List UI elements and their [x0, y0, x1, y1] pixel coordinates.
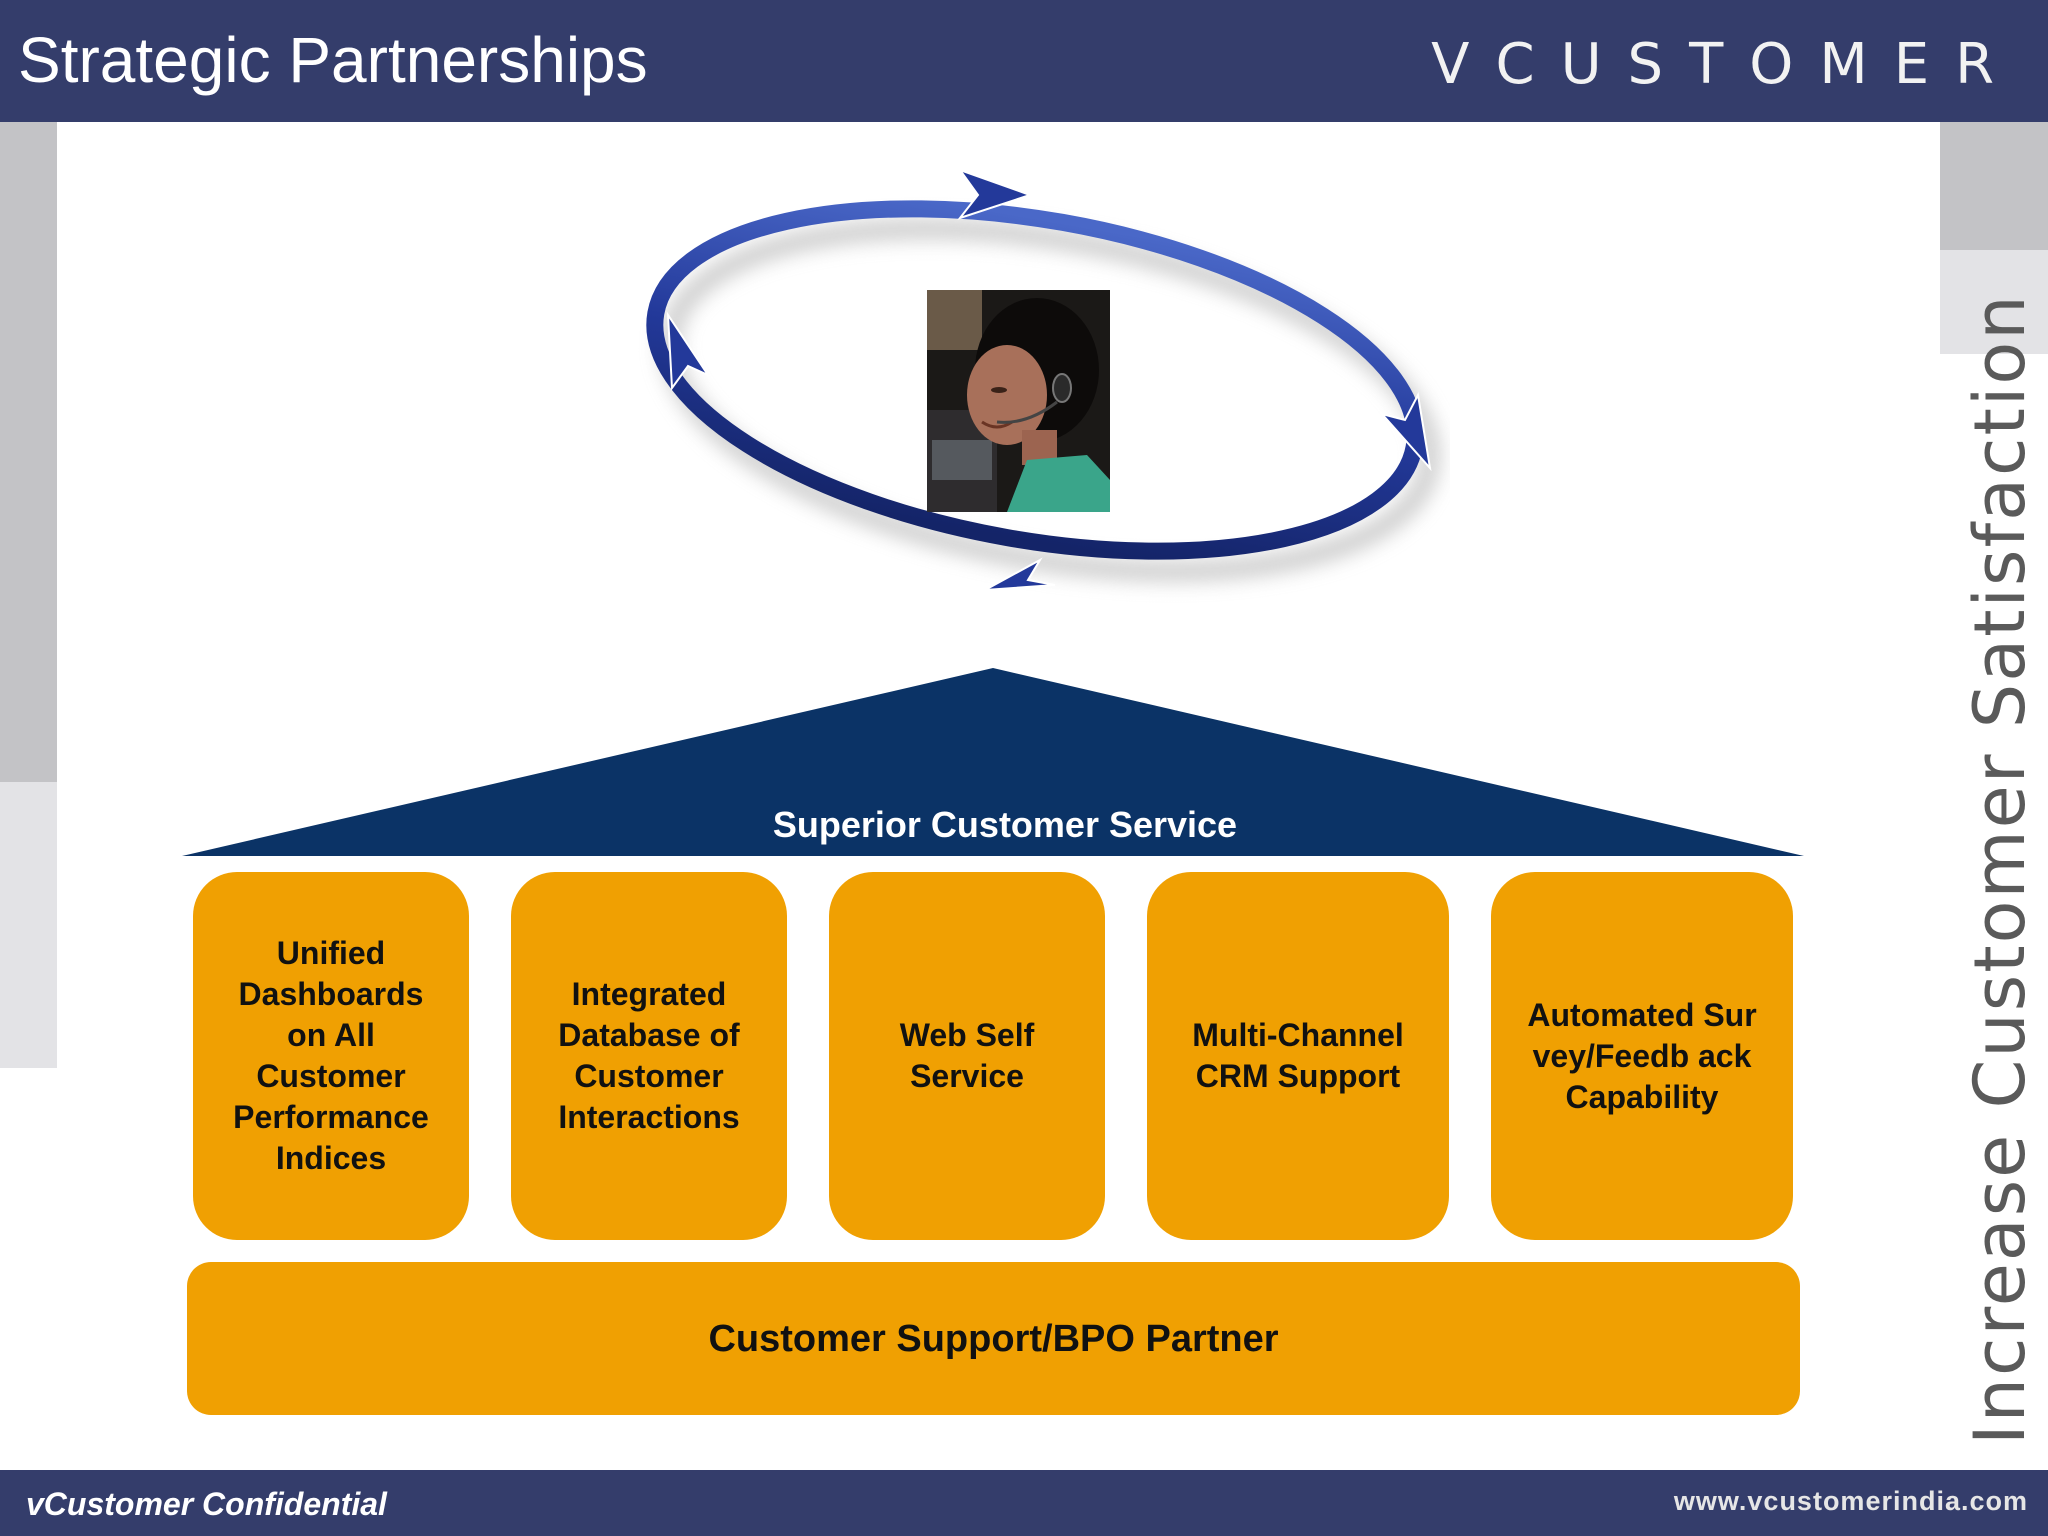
page-title: Strategic Partnerships	[18, 24, 648, 96]
pillar-multichannel-crm: Multi-Channel CRM Support	[1147, 872, 1449, 1240]
left-decor-band	[0, 122, 57, 782]
pillar-label: Integrated Database of Customer Interact…	[558, 976, 740, 1135]
pillar-label: Web Self Service	[899, 1017, 1035, 1094]
agent-photo	[927, 290, 1110, 512]
agent-headset-icon	[927, 290, 1110, 512]
roof-triangle	[182, 668, 1804, 856]
pillar-integrated-database: Integrated Database of Customer Interact…	[511, 872, 787, 1240]
footer-bar: vCustomer Confidential www.vcustomerindi…	[0, 1470, 2048, 1536]
pillar-label: Unified Dashboards on All Customer Perfo…	[233, 935, 429, 1176]
right-decor-band-light	[1940, 250, 2048, 354]
pillar-unified-dashboards: Unified Dashboards on All Customer Perfo…	[193, 872, 469, 1240]
pillar-automated-survey: Automated Survey/Feedb ack Capability	[1491, 872, 1793, 1240]
confidential-label: vCustomer Confidential	[26, 1486, 387, 1522]
right-decor-band	[1940, 122, 2048, 250]
roof-label: Superior Customer Service	[772, 804, 1238, 845]
pillar-label: Multi-Channel CRM Support	[1192, 1017, 1404, 1094]
cycle-arrows-icon	[646, 167, 1440, 591]
base-label: Customer Support/BPO Partner	[708, 1317, 1279, 1360]
left-decor-band-light	[0, 782, 57, 1068]
side-banner-text: Increase Customer Satisfaction	[1959, 293, 2041, 1445]
brand-logo: VCUSTOMER	[1431, 32, 2020, 97]
header-bar: Strategic Partnerships VCUSTOMER	[0, 0, 2048, 122]
pillar-label: Automated Survey/Feedb ack Capability	[1527, 996, 1757, 1115]
website-url: www.vcustomerindia.com	[1673, 1486, 2028, 1516]
pillar-web-self-service: Web Self Service	[829, 872, 1105, 1240]
base-foundation: Customer Support/BPO Partner	[187, 1262, 1800, 1415]
